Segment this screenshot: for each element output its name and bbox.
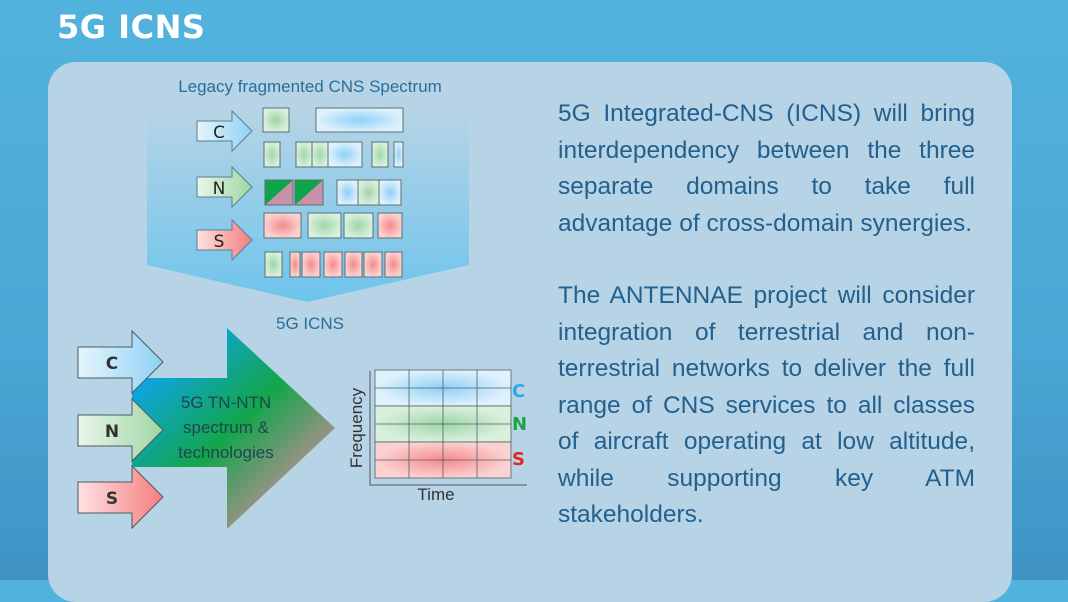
block <box>307 212 342 239</box>
page-title: 5G ICNS <box>57 8 206 46</box>
n-label: N <box>213 179 226 199</box>
block <box>315 107 404 133</box>
c-arrow <box>196 109 253 153</box>
c-input-label: C <box>106 354 118 374</box>
frequency-axis-label: Frequency <box>347 387 366 468</box>
grid-n-label: N <box>512 414 527 435</box>
block <box>294 179 324 206</box>
block <box>363 251 383 278</box>
description: 5G Integrated-CNS (ICNS) will bring inte… <box>558 96 975 570</box>
block <box>289 251 301 278</box>
block <box>301 251 321 278</box>
n-input-arrow <box>77 397 164 463</box>
time-axis-label: Time <box>417 485 454 504</box>
grid-c-label: C <box>512 381 525 402</box>
big-arrow-line-2: spectrum & <box>183 418 270 437</box>
c-label: C <box>213 123 225 143</box>
big-arrow-line-1: 5G TN-NTN <box>181 393 271 412</box>
chart-axes <box>369 371 527 486</box>
icns-diagram: Legacy fragmented CNS Spectrum C N S 5G … <box>77 77 527 530</box>
big-arrow-line-3: technologies <box>178 443 273 462</box>
block <box>311 141 329 168</box>
grid-s-label: S <box>512 449 525 470</box>
s-arrow <box>196 218 253 262</box>
n-arrow <box>196 165 253 209</box>
legacy-spectrum-blocks <box>262 107 404 278</box>
block <box>323 251 343 278</box>
block <box>263 141 281 168</box>
integration-arrow <box>132 328 335 529</box>
legacy-spectrum-label: Legacy fragmented CNS Spectrum <box>178 77 442 96</box>
legacy-arrows <box>196 109 253 262</box>
c-input-arrow <box>77 329 164 395</box>
s-input-arrow <box>77 464 164 530</box>
block <box>295 141 313 168</box>
n-input-label: N <box>105 422 119 442</box>
paragraph-antennae: The ANTENNAE project will consider integ… <box>558 282 975 528</box>
s-input-label: S <box>106 489 118 509</box>
block <box>357 179 380 206</box>
block <box>336 179 359 206</box>
paragraph-icns: 5G Integrated-CNS (ICNS) will bring inte… <box>558 100 975 237</box>
block <box>264 179 294 206</box>
block <box>378 179 402 206</box>
block <box>393 141 404 168</box>
block <box>377 212 403 239</box>
block <box>262 107 290 133</box>
block <box>263 212 302 239</box>
s-label: S <box>214 232 225 252</box>
block <box>344 251 363 278</box>
block <box>327 141 363 168</box>
icns-label: 5G ICNS <box>276 314 344 333</box>
block <box>384 251 403 278</box>
block <box>371 141 389 168</box>
block <box>264 251 283 278</box>
block <box>343 212 374 239</box>
icns-spectrum-grid <box>374 369 512 479</box>
